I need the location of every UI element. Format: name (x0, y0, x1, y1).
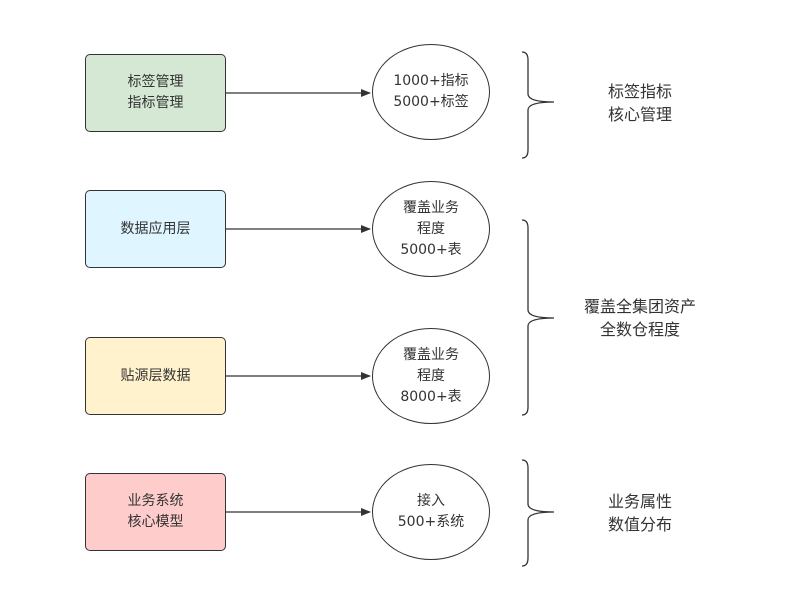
note-business-attribute: 业务属性 数值分布 (607, 492, 672, 534)
box-business-system-core-model: 业务系统 核心模型 (85, 473, 226, 551)
box-source-layer-data: 贴源层数据 (85, 337, 226, 415)
note-group-asset-coverage: 覆盖全集团资产 全数仓程度 (583, 297, 696, 339)
box-tag-metric-management: 标签管理 指标管理 (85, 54, 226, 132)
box-data-application-layer: 数据应用层 (85, 190, 226, 268)
brace-3 (521, 459, 555, 567)
circle-coverage-5000: 覆盖业务 程度 5000+表 (372, 181, 490, 277)
circle-metrics-tags: 1000+指标 5000+标签 (372, 44, 490, 140)
circle-access-systems: 接入 500+系统 (372, 464, 490, 560)
note-tag-metric-core: 标签指标 核心管理 (607, 82, 672, 124)
brace-2 (521, 219, 555, 416)
brace-1 (521, 51, 555, 159)
circle-coverage-8000: 覆盖业务 程度 8000+表 (372, 328, 490, 424)
